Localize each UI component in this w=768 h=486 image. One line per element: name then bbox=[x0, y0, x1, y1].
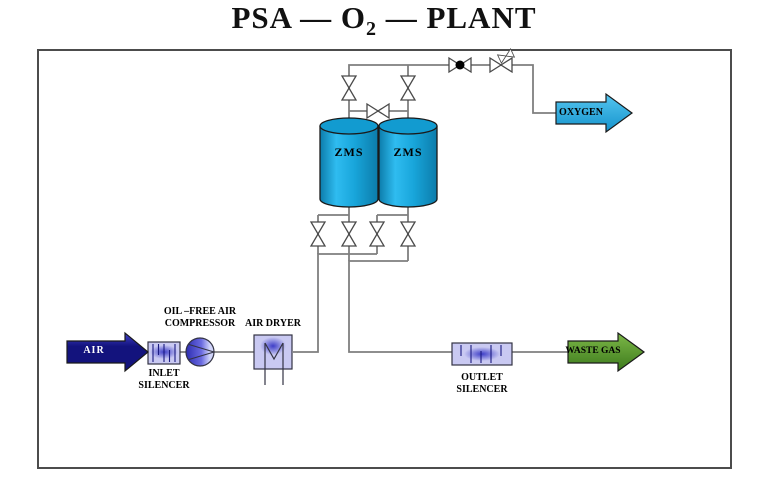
oxygen-arrow-label: OXYGEN bbox=[559, 107, 603, 118]
compressor-label: OIL –FREE AIR COMPRESSOR bbox=[143, 306, 257, 330]
zms-tank-right bbox=[378, 117, 438, 208]
title-prefix: PSA — O bbox=[231, 0, 366, 35]
title-subscript: 2 bbox=[365, 18, 377, 41]
page-title: PSA — O2 — PLANT bbox=[0, 0, 768, 41]
pipe-waste-line bbox=[348, 260, 452, 353]
zms-tank-left bbox=[319, 117, 379, 208]
inlet-silencer-label-line1: INLET bbox=[148, 368, 180, 379]
outlet-silencer-label-line1: OUTLET bbox=[461, 372, 503, 383]
tank-label-right: ZMS bbox=[393, 145, 423, 159]
air-arrow-label: AIR bbox=[83, 345, 105, 356]
inlet-silencer-label-line2: SILENCER bbox=[138, 379, 190, 391]
inlet-silencer-label: INLET SILENCER bbox=[131, 368, 197, 392]
compressor-icon bbox=[185, 337, 215, 367]
outlet-silencer-label-line2: SILENCER bbox=[456, 383, 508, 395]
compressor-label-line1: OIL –FREE AIR bbox=[163, 306, 237, 317]
waste-gas-arrow-label: WASTE GAS bbox=[565, 346, 621, 356]
inlet-silencer bbox=[147, 341, 181, 365]
compressor-label-line2: COMPRESSOR bbox=[164, 317, 236, 329]
air-dryer-label: AIR DRYER bbox=[244, 318, 302, 329]
pipe-feed-line bbox=[293, 253, 377, 353]
waste-gas-arrow bbox=[567, 331, 646, 373]
outlet-silencer bbox=[451, 342, 513, 366]
title-suffix: — PLANT bbox=[376, 0, 537, 35]
tank-label-left: ZMS bbox=[334, 145, 364, 159]
air-arrow bbox=[66, 331, 149, 373]
air-dryer bbox=[253, 334, 293, 385]
outlet-silencer-label: OUTLET SILENCER bbox=[449, 372, 515, 396]
ball-valve-icon bbox=[448, 57, 472, 73]
valves bbox=[310, 48, 515, 247]
oxygen-arrow bbox=[555, 92, 634, 134]
